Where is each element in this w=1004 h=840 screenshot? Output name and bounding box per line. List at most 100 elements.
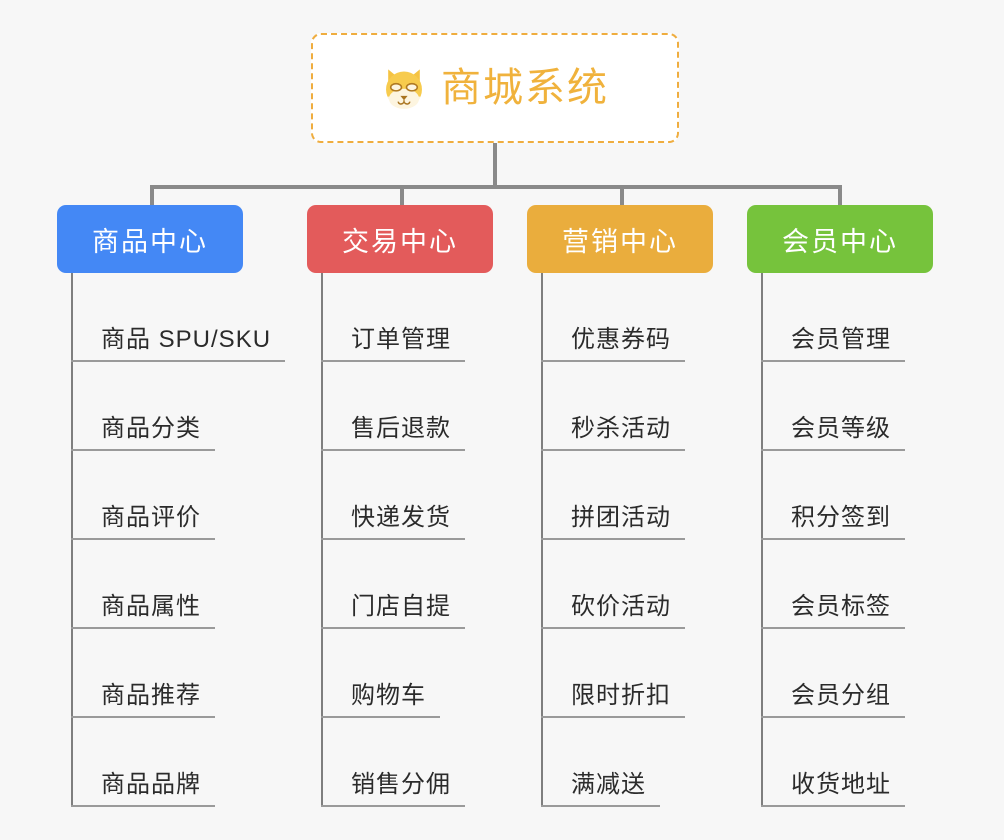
leaf-label: 购物车 <box>351 681 426 709</box>
leaf-label: 砍价活动 <box>571 592 671 620</box>
branch-trunk-0 <box>71 273 73 807</box>
list-item[interactable]: 商品评价 <box>71 451 317 540</box>
leaf-underline: 优惠券码 <box>541 325 685 362</box>
list-item[interactable]: 门店自提 <box>321 540 527 629</box>
leaf-label: 商品属性 <box>101 592 201 620</box>
branch-leaf-list-2: 优惠券码 秒杀活动 拼团活动 砍价活动 限时折扣 <box>527 273 747 807</box>
branch-leaf-list-1: 订单管理 售后退款 快递发货 门店自提 购物车 <box>307 273 527 807</box>
leaf-underline: 拼团活动 <box>541 503 685 540</box>
leaf-underline: 收货地址 <box>761 770 905 807</box>
list-item[interactable]: 拼团活动 <box>541 451 747 540</box>
branch-leaf-list-3: 会员管理 会员等级 积分签到 会员标签 会员分组 <box>747 273 967 807</box>
leaf-label: 商品推荐 <box>101 681 201 709</box>
list-item[interactable]: 优惠券码 <box>541 273 747 362</box>
branch-header-2[interactable]: 营销中心 <box>527 205 713 273</box>
list-item[interactable]: 商品属性 <box>71 540 317 629</box>
leaf-underline: 商品推荐 <box>71 681 215 718</box>
connector-drop-1 <box>150 185 154 207</box>
leaf-label: 积分签到 <box>791 503 891 531</box>
leaf-underline: 销售分佣 <box>321 770 465 807</box>
leaf-underline: 会员管理 <box>761 325 905 362</box>
branch-trunk-1 <box>321 273 323 807</box>
leaf-label: 限时折扣 <box>571 681 671 709</box>
branch-header-3[interactable]: 会员中心 <box>747 205 933 273</box>
branch-column-会员中心: 会员中心 会员管理 会员等级 积分签到 会员标签 <box>747 205 967 807</box>
leaf-underline: 会员标签 <box>761 592 905 629</box>
leaf-label: 拼团活动 <box>571 503 671 531</box>
leaf-label: 销售分佣 <box>351 770 451 798</box>
branch-header-label-2: 营销中心 <box>562 226 678 257</box>
branch-column-交易中心: 交易中心 订单管理 售后退款 快递发货 门店自提 <box>307 205 527 807</box>
branch-header-label-3: 会员中心 <box>782 226 898 257</box>
leaf-underline: 购物车 <box>321 681 440 718</box>
leaf-label: 会员管理 <box>791 325 891 353</box>
branch-header-0[interactable]: 商品中心 <box>57 205 243 273</box>
leaf-label: 会员等级 <box>791 414 891 442</box>
connector-drop-4 <box>838 185 842 207</box>
list-item[interactable]: 商品推荐 <box>71 629 317 718</box>
leaf-underline: 商品 SPU/SKU <box>71 325 286 362</box>
branch-header-label-0: 商品中心 <box>92 226 208 257</box>
list-item[interactable]: 订单管理 <box>321 273 527 362</box>
list-item[interactable]: 商品分类 <box>71 362 317 451</box>
list-item[interactable]: 售后退款 <box>321 362 527 451</box>
leaf-label: 商品品牌 <box>101 770 201 798</box>
leaf-underline: 门店自提 <box>321 592 465 629</box>
branch-column-商品中心: 商品中心 商品 SPU/SKU 商品分类 商品评价 商品属性 <box>57 205 317 807</box>
root-node[interactable]: 商城系统 <box>311 33 679 143</box>
list-item[interactable]: 限时折扣 <box>541 629 747 718</box>
leaf-label: 秒杀活动 <box>571 414 671 442</box>
leaf-underline: 商品品牌 <box>71 770 215 807</box>
leaf-label: 售后退款 <box>351 414 451 442</box>
branch-trunk-3 <box>761 273 763 807</box>
connector-drop-3 <box>620 185 624 207</box>
leaf-underline: 售后退款 <box>321 414 465 451</box>
list-item[interactable]: 会员管理 <box>761 273 967 362</box>
branch-column-营销中心: 营销中心 优惠券码 秒杀活动 拼团活动 砍价活动 <box>527 205 747 807</box>
dog-face-icon <box>381 65 427 111</box>
leaf-underline: 商品属性 <box>71 592 215 629</box>
leaf-label: 快递发货 <box>351 503 451 531</box>
leaf-underline: 秒杀活动 <box>541 414 685 451</box>
leaf-underline: 订单管理 <box>321 325 465 362</box>
leaf-underline: 会员分组 <box>761 681 905 718</box>
leaf-label: 收货地址 <box>791 770 891 798</box>
connector-drop-2 <box>400 185 404 207</box>
branch-trunk-2 <box>541 273 543 807</box>
list-item[interactable]: 满减送 <box>541 718 747 807</box>
list-item[interactable]: 商品品牌 <box>71 718 317 807</box>
connector-root-stem <box>493 143 497 187</box>
list-item[interactable]: 购物车 <box>321 629 527 718</box>
list-item[interactable]: 积分签到 <box>761 451 967 540</box>
list-item[interactable]: 销售分佣 <box>321 718 527 807</box>
leaf-underline: 商品分类 <box>71 414 215 451</box>
list-item[interactable]: 快递发货 <box>321 451 527 540</box>
list-item[interactable]: 砍价活动 <box>541 540 747 629</box>
leaf-label: 会员标签 <box>791 592 891 620</box>
leaf-underline: 商品评价 <box>71 503 215 540</box>
leaf-label: 门店自提 <box>351 592 451 620</box>
list-item[interactable]: 秒杀活动 <box>541 362 747 451</box>
leaf-label: 商品评价 <box>101 503 201 531</box>
connector-horizontal-bus <box>150 185 840 189</box>
leaf-underline: 会员等级 <box>761 414 905 451</box>
list-item[interactable]: 会员分组 <box>761 629 967 718</box>
leaf-label: 商品分类 <box>101 414 201 442</box>
leaf-label: 商品 SPU/SKU <box>101 325 272 353</box>
root-title: 商城系统 <box>441 66 609 110</box>
list-item[interactable]: 会员等级 <box>761 362 967 451</box>
leaf-underline: 砍价活动 <box>541 592 685 629</box>
list-item[interactable]: 收货地址 <box>761 718 967 807</box>
leaf-label: 订单管理 <box>351 325 451 353</box>
leaf-label: 会员分组 <box>791 681 891 709</box>
list-item[interactable]: 商品 SPU/SKU <box>71 273 317 362</box>
leaf-underline: 积分签到 <box>761 503 905 540</box>
branch-header-1[interactable]: 交易中心 <box>307 205 493 273</box>
branch-header-label-1: 交易中心 <box>342 226 458 257</box>
branch-leaf-list-0: 商品 SPU/SKU 商品分类 商品评价 商品属性 商品推荐 <box>57 273 317 807</box>
list-item[interactable]: 会员标签 <box>761 540 967 629</box>
leaf-underline: 限时折扣 <box>541 681 685 718</box>
leaf-underline: 快递发货 <box>321 503 465 540</box>
leaf-label: 优惠券码 <box>571 325 671 353</box>
